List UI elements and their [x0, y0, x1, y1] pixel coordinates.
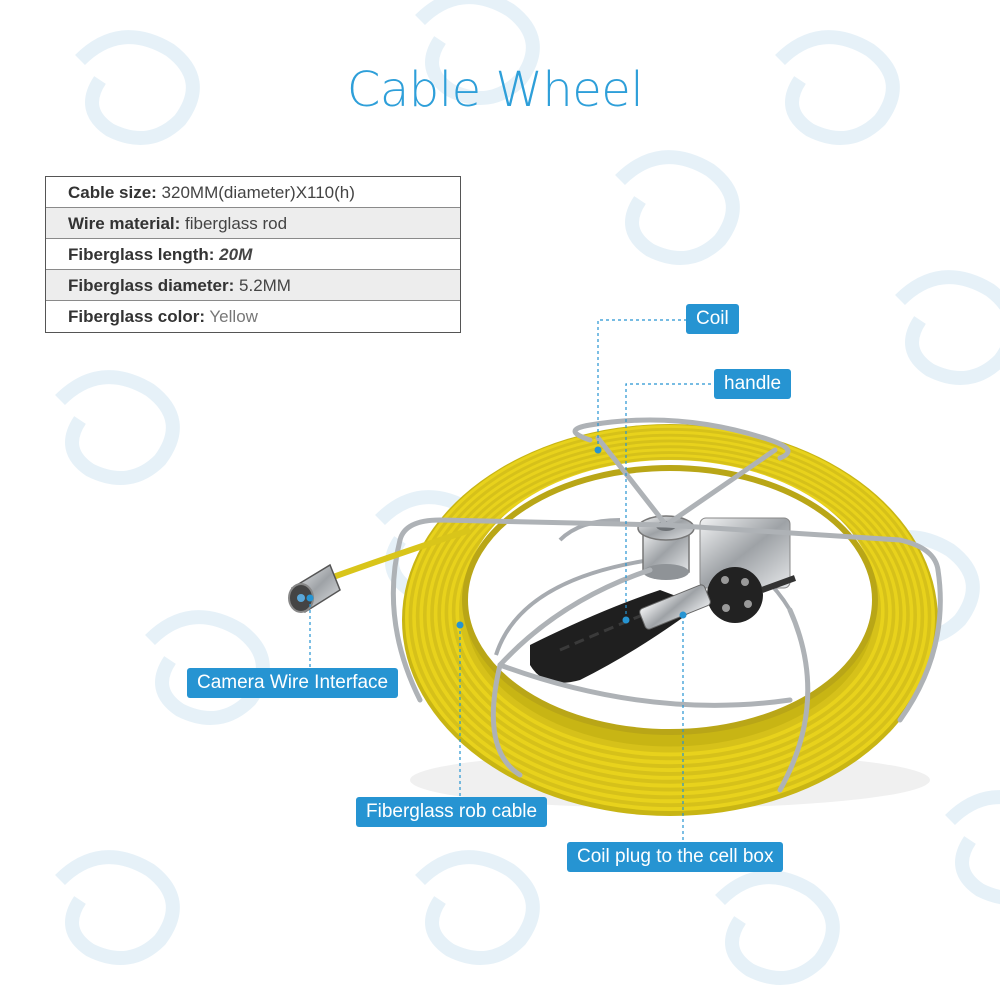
spec-row-fiberglass-diameter: Fiberglass diameter: 5.2MM: [46, 270, 460, 301]
leader-lines: [306, 319, 718, 842]
spec-key: Fiberglass length:: [68, 245, 215, 264]
spec-row-fiberglass-length: Fiberglass length: 20M: [46, 239, 460, 270]
label-coil: Coil: [686, 304, 739, 334]
spec-value: fiberglass rod: [185, 214, 288, 233]
spec-row-wire-material: Wire material: fiberglass rod: [46, 208, 460, 239]
hub: [637, 515, 791, 589]
watermark-swirl: [715, 870, 840, 985]
spec-key: Wire material:: [68, 214, 181, 233]
camera-lead: [288, 527, 471, 614]
label-handle: handle: [714, 369, 792, 399]
spec-key: Fiberglass color:: [68, 307, 205, 326]
spec-row-fiberglass-color: Fiberglass color: Yellow: [46, 301, 460, 332]
watermark-swirl: [415, 0, 540, 105]
label-camera-wire-interface: Camera Wire Interface: [187, 668, 399, 698]
watermark-swirl: [415, 850, 540, 965]
watermark-swirl: [615, 150, 740, 265]
watermark-swirl: [145, 610, 270, 725]
label-fiberglass-rob-cable: Fiberglass rob cable: [356, 797, 548, 827]
watermark-swirl: [895, 270, 1000, 385]
spec-value: 20M: [219, 245, 253, 264]
watermark-swirl: [55, 370, 180, 485]
spec-value: 5.2MM: [239, 276, 291, 295]
watermark-swirl: [55, 850, 180, 965]
spec-row-cable-size: Cable size: 320MM(diameter)X110(h): [46, 177, 460, 208]
label-coil-plug: Coil plug to the cell box: [567, 842, 784, 872]
steel-frame: [390, 417, 943, 793]
page-title: Cable Wheel: [346, 62, 644, 118]
spec-key: Cable size:: [68, 183, 157, 202]
spec-table: Cable size: 320MM(diameter)X110(h) Wire …: [45, 176, 461, 333]
watermark-swirl: [75, 30, 200, 145]
spec-value: Yellow: [209, 307, 258, 326]
watermark-swirl: [945, 790, 1000, 905]
spec-key: Fiberglass diameter:: [68, 276, 235, 295]
coil-plug-connector: [639, 567, 797, 630]
spec-value: 320MM(diameter)X110(h): [161, 183, 355, 202]
watermark-swirl: [775, 30, 900, 145]
